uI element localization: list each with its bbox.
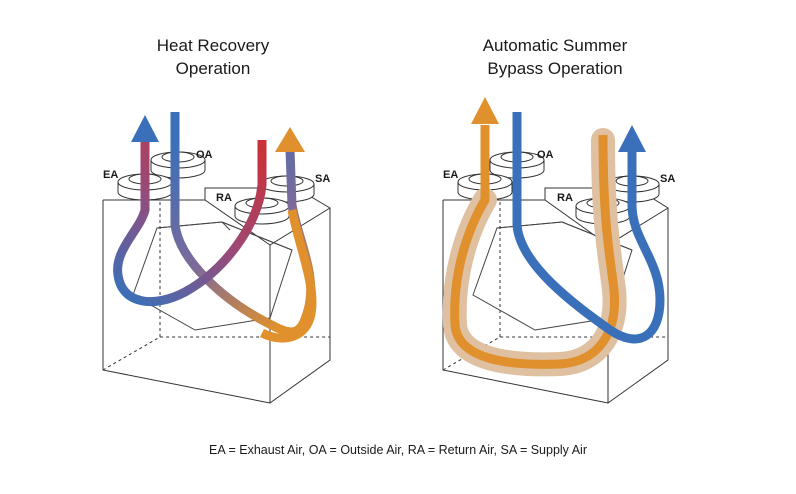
right-label-sa: SA	[660, 173, 675, 185]
heat-recovery-diagram: EA OA RA SA	[102, 112, 331, 404]
right-label-oa: OA	[537, 149, 554, 161]
heat-recovery-title-line2: Operation	[175, 59, 251, 78]
right-sa-arrowhead	[618, 125, 646, 152]
heat-recovery-title-line1: Heat Recovery	[156, 36, 270, 55]
heat-recovery-title: Heat Recovery Operation	[118, 34, 308, 80]
right-flow-oa-to-sa	[512, 112, 665, 344]
right-label-ra: RA	[557, 192, 573, 204]
left-label-sa: SA	[315, 173, 330, 185]
right-flow-ra-to-ea	[450, 125, 620, 369]
summer-bypass-title-line1: Automatic Summer	[482, 36, 628, 55]
right-ea-arrowhead	[471, 97, 499, 124]
left-label-ra: RA	[216, 192, 232, 204]
left-label-ea: EA	[103, 169, 118, 181]
right-label-ea: EA	[443, 169, 458, 181]
summer-bypass-diagram: EA OA RA SA	[442, 97, 675, 404]
summer-bypass-title-line2: Bypass Operation	[487, 59, 623, 78]
left-sa-arrowhead	[275, 127, 305, 152]
abbreviation-legend: EA = Exhaust Air, OA = Outside Air, RA =…	[209, 443, 587, 457]
left-ea-arrowhead	[131, 115, 159, 142]
summer-bypass-title: Automatic Summer Bypass Operation	[440, 34, 670, 80]
left-flow-sa-tail	[259, 209, 317, 343]
left-label-oa: OA	[196, 149, 213, 161]
left-flow-ra-to-ea	[113, 140, 267, 307]
